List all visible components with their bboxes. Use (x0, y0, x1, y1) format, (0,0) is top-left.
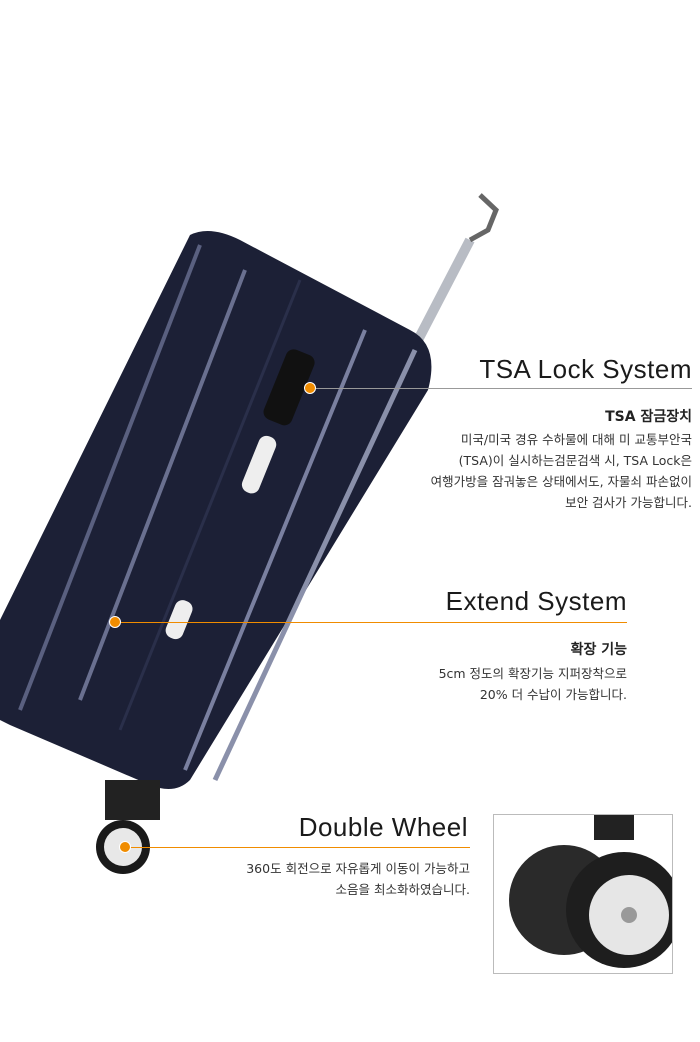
desc-line: 미국/미국 경유 수하물에 대해 미 교통부안국 (460, 432, 692, 447)
feature-subtitle-tsa: TSA 잠금장치 (605, 409, 692, 425)
tsa-divider (316, 388, 692, 389)
desc-line: 20% 더 수납이 가능합니다. (479, 687, 627, 702)
extend-divider (115, 622, 627, 623)
wheel-divider (125, 847, 470, 848)
feature-desc-wheel: 360도 회전으로 자유롭게 이동이 가능하고 소음을 최소화하였습니다. (246, 858, 470, 900)
desc-line: 여행가방을 잠궈놓은 상태에서도, 자물쇠 파손없이 (430, 474, 692, 489)
wheel-closeup-image (493, 814, 673, 974)
wheel-marker-dot (119, 841, 131, 853)
feature-title-wheel: Double Wheel (298, 812, 468, 842)
feature-desc-tsa: 미국/미국 경유 수하물에 대해 미 교통부안국 (TSA)이 실시하는검문검색… (431, 429, 692, 513)
desc-line: 소음을 최소화하였습니다. (335, 882, 470, 897)
desc-line: (TSA)이 실시하는검문검색 시, TSA Lock은 (458, 453, 692, 468)
desc-line: 360도 회전으로 자유롭게 이동이 가능하고 (246, 861, 470, 876)
suitcase-image (0, 193, 499, 874)
feature-title-extend: Extend System (445, 586, 627, 616)
tsa-marker-dot (304, 382, 316, 394)
desc-line: 보안 검사가 가능합니다. (565, 495, 692, 510)
feature-desc-extend: 5cm 정도의 확장기능 지퍼장착으로 20% 더 수납이 가능합니다. (439, 663, 627, 705)
feature-title-tsa: TSA Lock System (479, 354, 692, 384)
desc-line: 5cm 정도의 확장기능 지퍼장착으로 (438, 666, 627, 681)
extend-marker-dot (109, 616, 121, 628)
feature-subtitle-extend: 확장 기능 (570, 642, 627, 658)
